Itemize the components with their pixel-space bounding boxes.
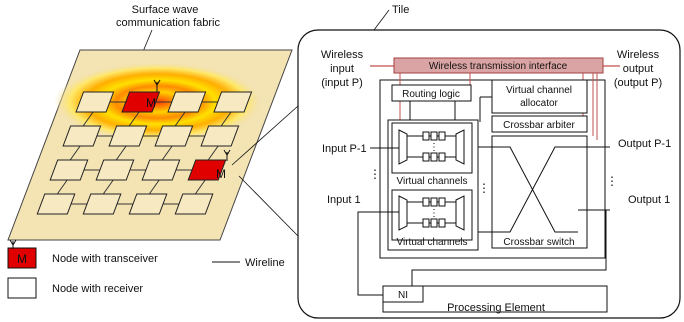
crossbar-wires bbox=[478, 146, 610, 233]
wireless-input-line2: input bbox=[330, 63, 354, 75]
legend-transceiver-label: Node with transceiver bbox=[52, 253, 158, 265]
fabric-title-line1: Surface wave bbox=[132, 4, 199, 16]
wireline bbox=[56, 179, 68, 195]
legend-receiver-swatch bbox=[7, 277, 37, 299]
wireline bbox=[69, 145, 81, 161]
wireline bbox=[128, 111, 140, 127]
wireless-output-line2: output bbox=[623, 63, 654, 75]
wireless-input-line1: Wireless bbox=[321, 49, 364, 61]
transceiver-node bbox=[121, 91, 161, 113]
receiver-node bbox=[75, 91, 115, 113]
receiver-node bbox=[154, 125, 194, 147]
wireline bbox=[161, 145, 173, 161]
crossbar-switch-label: Crossbar switch bbox=[503, 237, 574, 248]
receiver-node bbox=[174, 193, 214, 215]
wireless-interface-label: Wireless transmission interface bbox=[429, 61, 568, 72]
node-label-right: M bbox=[216, 167, 226, 181]
vc-allocator-line1: Virtual channel bbox=[506, 85, 572, 96]
zoom-line-lower bbox=[238, 175, 299, 237]
routing-logic-box bbox=[391, 84, 472, 102]
control-wires bbox=[409, 96, 492, 122]
processing-element-label: Processing Element bbox=[447, 302, 545, 314]
legend-transceiver-swatch: M bbox=[7, 239, 37, 269]
zoom-line-upper bbox=[231, 105, 299, 166]
output-1-label: Output 1 bbox=[628, 194, 670, 206]
ni-wires bbox=[357, 210, 607, 296]
receiver-node bbox=[200, 125, 240, 147]
ni-box bbox=[382, 285, 424, 303]
crossbar-switch-box bbox=[491, 135, 588, 249]
receiver-node bbox=[213, 91, 253, 113]
tile-title: Tile bbox=[392, 4, 409, 16]
node-label-top: M bbox=[146, 96, 156, 110]
output-p1-label: Output P-1 bbox=[618, 138, 671, 150]
vc-dots-lower: ⋮ bbox=[429, 208, 439, 219]
virtual-channels-label-lower: Virtual channels bbox=[397, 237, 468, 248]
routing-logic-label: Routing logic bbox=[402, 89, 460, 100]
virtual-channels-label-upper: Virtual channels bbox=[397, 176, 468, 187]
vc-unit-lower bbox=[391, 189, 473, 241]
wireline bbox=[194, 179, 206, 195]
input-1-label: Input 1 bbox=[327, 194, 361, 206]
receiver-node bbox=[36, 193, 76, 215]
vc-allocator-box bbox=[491, 79, 588, 114]
input-dots: ⋮ bbox=[369, 167, 381, 181]
receiver-node bbox=[128, 193, 168, 215]
wireless-input-line3: (input P) bbox=[321, 77, 363, 89]
wireline bbox=[82, 111, 94, 127]
legend: M Node with transceiver Wireline Node wi… bbox=[7, 239, 285, 299]
receiver-node bbox=[49, 159, 89, 181]
crossbar-arbiter-box bbox=[491, 115, 588, 133]
wireline bbox=[220, 111, 232, 127]
wireline bbox=[102, 179, 114, 195]
receiver-node bbox=[62, 125, 102, 147]
wireless-output-line1: Wireless bbox=[617, 49, 660, 61]
ni-label: NI bbox=[398, 290, 408, 301]
tile-title-pointer bbox=[373, 9, 390, 31]
receiver-node bbox=[95, 159, 135, 181]
wireline bbox=[115, 145, 127, 161]
fabric-title-line2: communication fabric bbox=[116, 17, 220, 29]
inner-dots: ⋮ bbox=[478, 181, 490, 195]
input-p1-label: Input P-1 bbox=[322, 143, 367, 155]
receiver-node bbox=[108, 125, 148, 147]
wireline bbox=[148, 179, 160, 195]
wireline bbox=[207, 145, 219, 161]
legend-wireline-label: Wireline bbox=[245, 257, 285, 269]
crossbar-arbiter-label: Crossbar arbiter bbox=[503, 120, 575, 131]
antenna-icon bbox=[153, 79, 231, 161]
vc-allocator-line2: allocator bbox=[520, 98, 558, 109]
wireline bbox=[174, 111, 186, 127]
legend-transceiver-symbol: M bbox=[17, 252, 27, 266]
transceiver-node bbox=[187, 159, 227, 181]
legend-receiver-label: Node with receiver bbox=[52, 283, 143, 295]
wireless-output-line3: (output P) bbox=[614, 77, 662, 89]
receiver-node bbox=[82, 193, 122, 215]
wireless-interface-box bbox=[393, 57, 604, 74]
vc-dots-upper: ⋮ bbox=[429, 142, 439, 153]
receiver-node bbox=[141, 159, 181, 181]
output-dots: ⋮ bbox=[606, 174, 618, 188]
node-grid bbox=[36, 91, 253, 215]
receiver-node bbox=[167, 91, 207, 113]
vc-unit-upper bbox=[391, 122, 473, 174]
